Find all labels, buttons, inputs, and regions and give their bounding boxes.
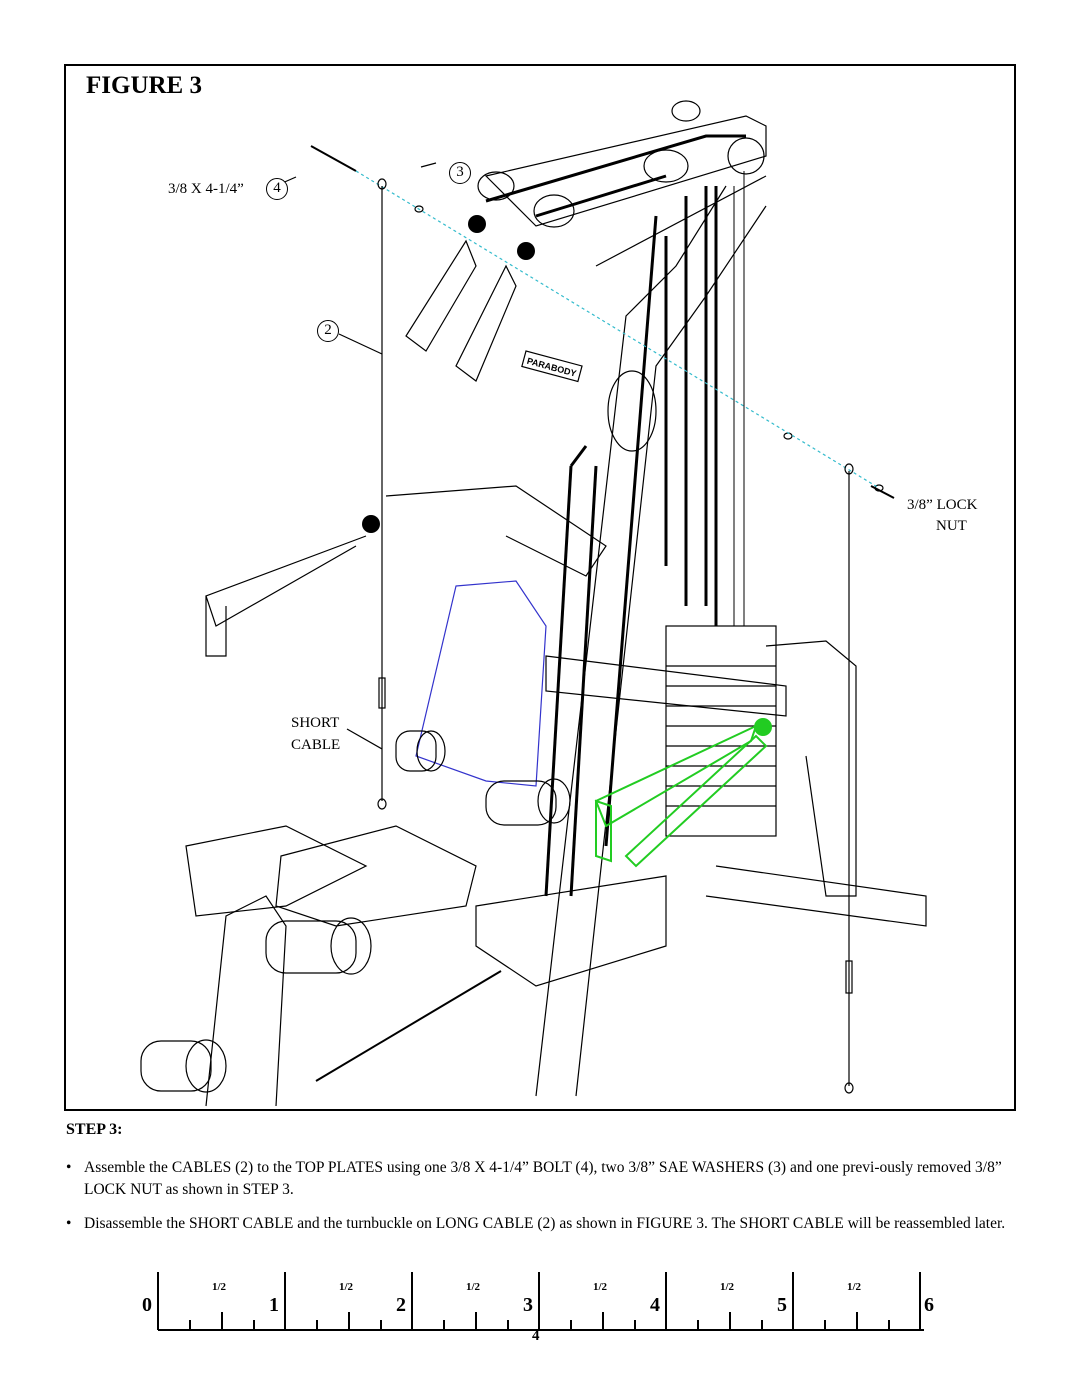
ruler-inch-label: 1 <box>269 1294 279 1316</box>
ruler-half-label: 1/2 <box>593 1281 608 1293</box>
figure-frame: FIGURE 3 <box>64 64 1016 1111</box>
ruler-half-label: 1/2 <box>339 1281 354 1293</box>
instruction-text-1: Assemble the CABLES (2) to the TOP PLATE… <box>84 1159 1002 1198</box>
ruler-ticks <box>157 1272 924 1331</box>
ruler-inch-label: 6 <box>924 1294 934 1316</box>
page-number: 4 <box>532 1328 540 1344</box>
instruction-text-2: Disassemble the SHORT CABLE and the turn… <box>84 1215 1006 1232</box>
cable-callout: 2 <box>317 320 339 342</box>
ruler-inch-label: 5 <box>777 1294 787 1316</box>
ruler-inch-label: 4 <box>650 1294 660 1316</box>
ruler-inch-label: 0 <box>142 1294 152 1316</box>
lock-nut-label-line1: 3/8” LOCK <box>907 497 978 513</box>
step-heading: STEP 3: <box>66 1121 123 1138</box>
short-cable-label-line2: CABLE <box>291 737 341 753</box>
washer-callout: 3 <box>449 162 471 184</box>
lock-nut-label-line2: NUT <box>936 518 967 534</box>
ruler-half-label: 1/2 <box>847 1281 862 1293</box>
bullet-symbol: • <box>66 1215 72 1232</box>
ruler-half-label: 1/2 <box>720 1281 735 1293</box>
bolt-label: 3/8 X 4-1/4” <box>168 181 244 197</box>
bullet-symbol: • <box>66 1159 72 1176</box>
ruler-inch-label: 3 <box>523 1294 533 1316</box>
gym-assembly-illustration: PARABODY <box>140 100 927 1107</box>
ruler-half-label: 1/2 <box>212 1281 227 1293</box>
measurement-ruler: 1/2 1/2 1/2 1/2 1/2 1/2 0 1 2 3 4 5 6 4 <box>142 1268 940 1378</box>
figure-title: FIGURE 3 <box>86 72 202 99</box>
ruler-half-label: 1/2 <box>466 1281 481 1293</box>
short-cable-label-line1: SHORT <box>291 715 340 731</box>
bolt-callout: 4 <box>266 178 288 200</box>
ruler-inch-label: 2 <box>396 1294 406 1316</box>
